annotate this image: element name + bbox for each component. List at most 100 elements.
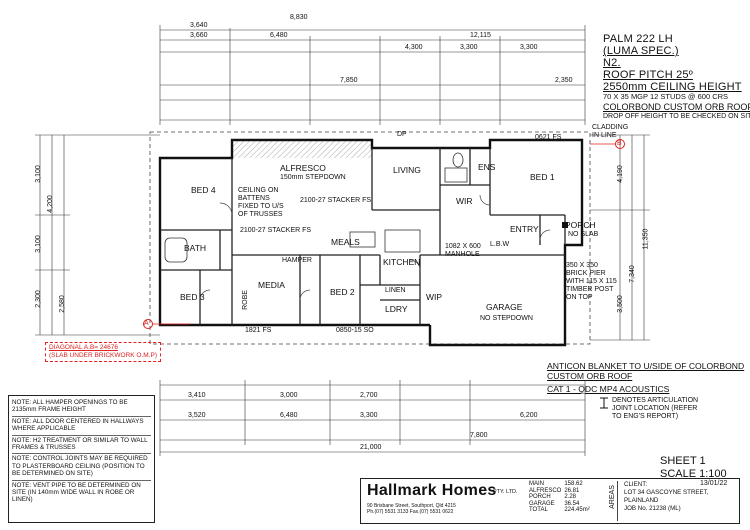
note-fs-2: 1821 FS: [245, 327, 272, 334]
room-wir: WIR: [456, 196, 473, 206]
section-marker-b: B: [617, 140, 622, 147]
porch-pier: [562, 222, 568, 228]
room-media: MEDIA: [258, 280, 285, 290]
dim-left-3: 3,100: [34, 235, 42, 253]
dim-left-2: 4,200: [46, 195, 54, 213]
label-lbw: L.B.W: [490, 241, 510, 248]
sheet-date: 13/01/22: [700, 480, 728, 487]
area-value: 26.81: [564, 487, 580, 494]
room-garage-sub: NO STEPDOWN: [480, 315, 533, 322]
dim-bottom-4: 7,800: [470, 432, 488, 439]
ensuite-shower: [444, 167, 468, 183]
dim-bottom-2: 6,480: [280, 412, 298, 419]
dim-top-2: 8,830: [290, 14, 308, 21]
room-linen: LINEN: [385, 287, 406, 294]
bottom-dimension-lines: [159, 380, 586, 456]
dim-left-4: 2,300: [34, 290, 42, 308]
phone-line: Ph.(07) 5531 3133 Fax.(07) 5531 0622: [367, 509, 454, 515]
dim-bottom-1: 3,520: [188, 412, 206, 419]
dim-top-10: 2,350: [555, 77, 573, 84]
sheet-scale: SCALE 1:100: [660, 468, 727, 480]
address-line: 90 Brisbane Street, Southport, Qld 4215: [367, 503, 456, 509]
stud-spec: 70 X 35 MGP 12 STUDS @ 600 CRS: [603, 92, 729, 101]
dim-total-width: 21,000: [360, 444, 382, 451]
dim-bottom-6: 3,000: [280, 392, 298, 399]
dim-top-7: 3,300: [460, 44, 478, 51]
general-notes: NOTE: ALL HAMPER OPENINGS TO BE 2135mm F…: [8, 395, 155, 523]
area-value: 224.45m²: [564, 507, 590, 514]
dim-top-6: 4,300: [405, 44, 423, 51]
note-control-joints: NOTE: CONTROL JOINTS MAY BE REQUIRED TO …: [12, 454, 151, 481]
note-ceiling-battens: CEILING ON BATTENS FIXED TO U/S OF TRUSS…: [238, 187, 284, 218]
room-bath: BATH: [184, 243, 207, 253]
client-block: CLIENT: LOT 34 GASCOYNE STREET, PLAINLAN…: [617, 481, 739, 521]
room-alfresco: ALFRESCO: [280, 163, 326, 173]
dim-top-4: 3,660: [190, 32, 208, 39]
plan-spec: (LUMA SPEC.): [603, 45, 679, 57]
client-lot: LOT 34 GASCOYNE STREET, PLAINLAND: [624, 489, 709, 504]
note-h2-treatment: NOTE: H2 TREATMENT OR SIMILAR TO WALL FR…: [12, 436, 151, 455]
area-label: PORCH: [529, 494, 551, 501]
room-ens: ENS: [478, 162, 496, 172]
dim-right-1: 4,190: [616, 165, 624, 183]
roof-outline: [149, 131, 591, 345]
note-hamper-openings: NOTE: ALL HAMPER OPENINGS TO BE 2135mm F…: [12, 398, 151, 417]
right-dimension-lines: [590, 134, 650, 341]
kitchen-island: [349, 231, 376, 248]
dim-left-5: 2,580: [58, 295, 66, 313]
note-stacker-2: 2100-27 STACKER FS: [300, 197, 372, 204]
drop-off-note: DROP OFF HEIGHT TO BE CHECKED ON SITE: [603, 113, 750, 120]
dim-left-1: 3,100: [34, 165, 42, 183]
section-marker-a: A: [144, 320, 149, 327]
room-living: LIVING: [393, 165, 421, 175]
label-robe: ROBE: [241, 290, 249, 310]
client-label: CLIENT:: [624, 481, 648, 488]
top-dimension-lines: [159, 25, 586, 125]
area-value: 158.62: [564, 481, 583, 487]
room-bed1: BED 1: [530, 172, 555, 182]
dim-bottom-7: 2,700: [360, 392, 378, 399]
downpipe-label: DP: [397, 131, 407, 138]
room-porch-sub: NO SLAB: [568, 231, 599, 238]
acoustic-category: CAT 1 - QDC MP4 ACOUSTICS: [547, 384, 670, 394]
dim-top-3: 12,115: [470, 32, 491, 39]
articulation-legend: DENOTES ARTICULATION JOINT LOCATION (REF…: [612, 397, 699, 420]
roof-blanket-text: ANTICON BLANKET TO U/SIDE OF COLORBOND C…: [547, 361, 745, 381]
job-number: JOB No. 21238 (ML): [624, 505, 681, 512]
room-entry: ENTRY: [510, 224, 539, 234]
articulation-joint-symbol: [600, 397, 608, 409]
room-wip: WIP: [426, 292, 443, 302]
company-logo: Hallmark Homes: [367, 482, 497, 499]
dim-top-8: 3,300: [520, 44, 538, 51]
area-value: 2.28: [564, 494, 577, 501]
company-pty: PTY. LTD.: [493, 489, 518, 495]
section-markers: [143, 139, 625, 329]
roof-pitch: ROOF PITCH 25º: [603, 69, 693, 81]
note-cladding: CLADDING: [592, 124, 629, 131]
areas-label: AREAS: [608, 485, 616, 509]
room-garage: GARAGE: [486, 302, 523, 312]
left-dimension-lines: [35, 134, 160, 336]
company-address: 90 Brisbane Street, Southport, Qld 4215 …: [367, 503, 456, 515]
diagonal-value: DIAGONAL A.B= 24676: [49, 344, 118, 351]
title-block: Hallmark Homes PTY. LTD. 90 Brisbane Str…: [360, 478, 740, 524]
room-alfresco-sub: 150mm STEPDOWN: [280, 174, 346, 181]
room-bed3: BED 3: [180, 292, 205, 302]
ensuite-toilet: [452, 152, 464, 168]
diagonal-sub: (SLAB UNDER BRICKWORK O.M.P): [49, 352, 157, 359]
note-manhole: 1082 X 600 MANHOLE: [445, 243, 481, 258]
note-fs-3: 0850-15 SO: [336, 327, 374, 334]
room-ldry: LDRY: [385, 304, 408, 314]
roof-spec: COLORBOND CUSTOM ORB ROOF: [603, 102, 750, 112]
alfresco-slab: [232, 140, 372, 158]
note-vent-pipe: NOTE: VENT PIPE TO BE DETERMINED ON SITE…: [12, 481, 141, 504]
area-row: PORCH 2.28: [529, 494, 593, 501]
dim-right-3: 11,350: [642, 228, 650, 250]
plan-name: PALM 222 LH: [603, 33, 673, 45]
room-bed2: BED 2: [330, 287, 355, 297]
